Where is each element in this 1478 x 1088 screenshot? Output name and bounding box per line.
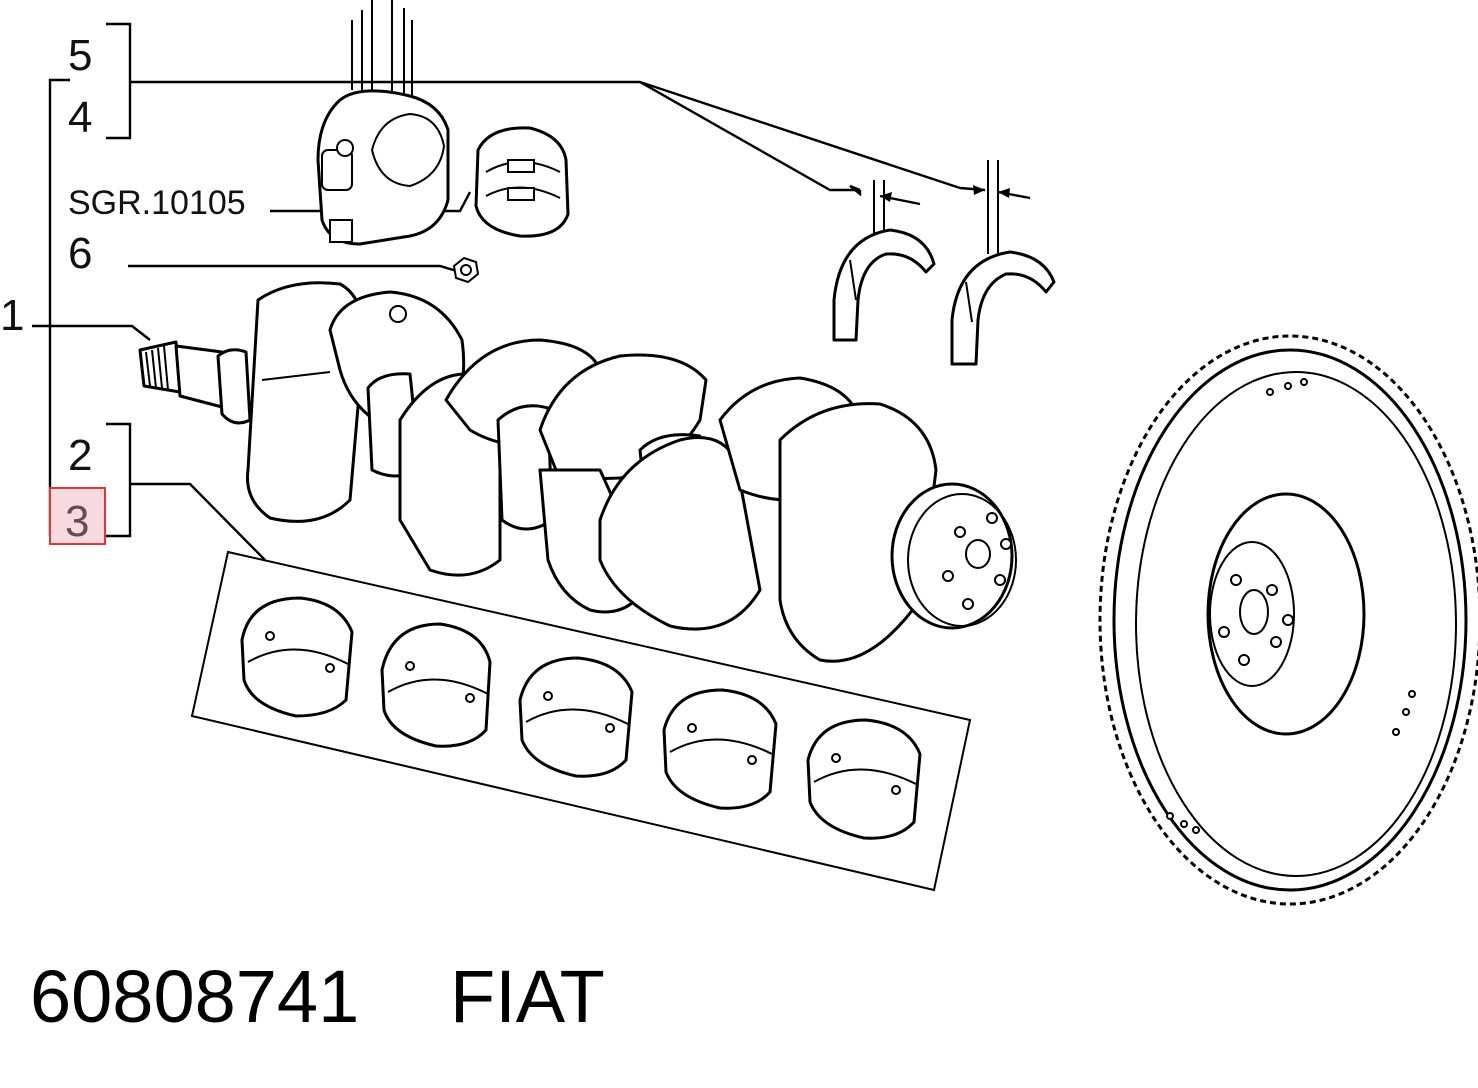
callout-1: 1 xyxy=(0,291,24,340)
plug-nut xyxy=(452,256,480,284)
main-bearing-5 xyxy=(806,718,922,840)
main-bearing-1 xyxy=(240,596,354,718)
callout-6: 6 xyxy=(68,229,92,278)
flywheel xyxy=(1098,334,1478,906)
callout-5: 5 xyxy=(68,31,92,80)
main-bearing-4 xyxy=(662,688,778,810)
conrod-bearing-shell xyxy=(474,126,570,238)
callout-labels: 5 4 SGR.10105 6 1 2 3 xyxy=(0,31,246,546)
main-bearing-3 xyxy=(518,656,634,778)
thrust-washers xyxy=(832,160,1056,366)
callout-sgr: SGR.10105 xyxy=(68,184,246,222)
callout-3: 3 xyxy=(65,497,89,546)
connecting-rod xyxy=(316,0,450,246)
brand-name: FIAT xyxy=(450,955,605,1038)
callout-3-highlight xyxy=(49,487,106,545)
main-bearing-2 xyxy=(380,622,492,748)
callout-4: 4 xyxy=(68,93,92,142)
part-number: 60808741 xyxy=(30,955,359,1038)
callout-2: 2 xyxy=(68,431,92,480)
crankshaft xyxy=(138,281,1017,663)
main-bearing-set xyxy=(190,550,972,892)
